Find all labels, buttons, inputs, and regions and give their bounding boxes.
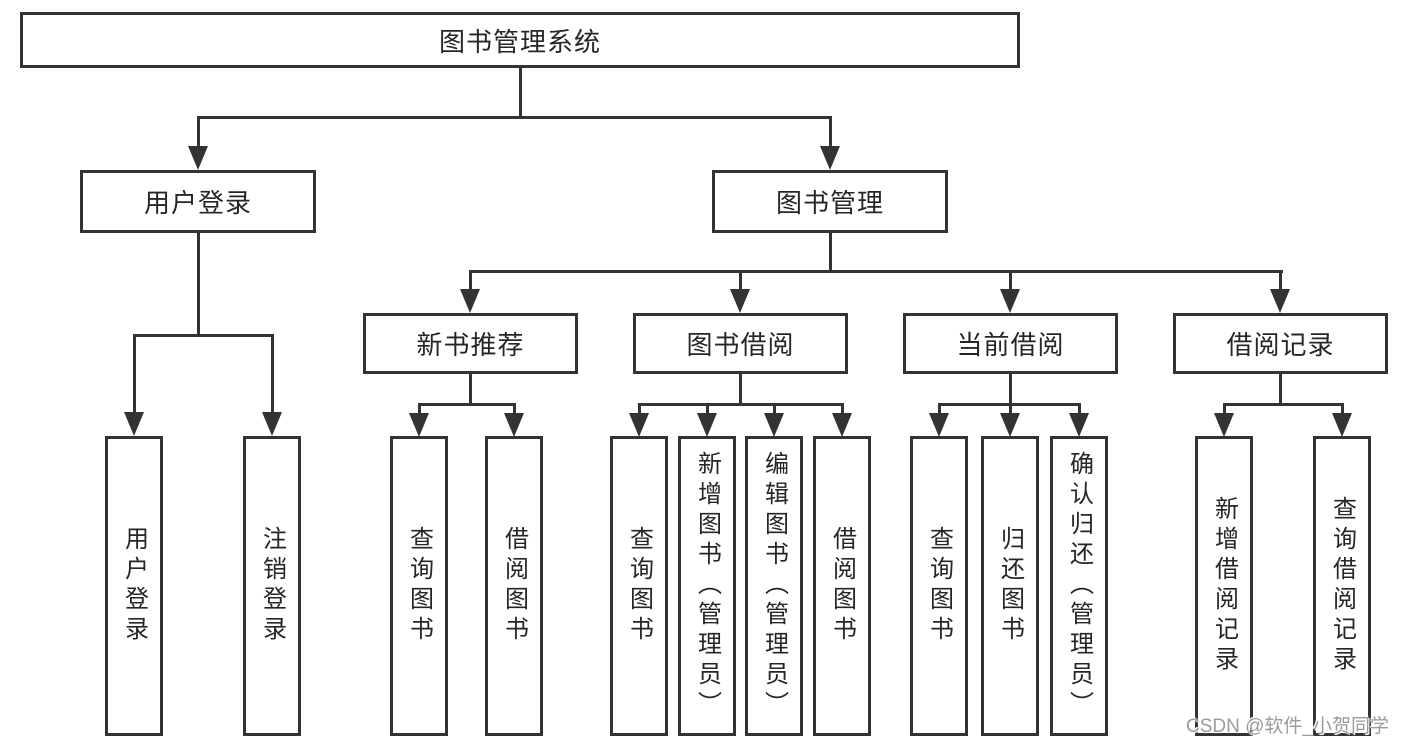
node-new-book-recommend-label: 新书推荐 — [416, 330, 525, 360]
connector-drop-query-books-recommend — [417, 403, 421, 415]
leaf-add-books-admin-label: 新增图书（管理员） — [693, 451, 721, 721]
connector-level1-bar — [196, 116, 832, 119]
connector-drop-add-books-admin — [705, 403, 709, 415]
arrow-down-current-borrowing — [1000, 289, 1020, 313]
arrow-down-query-books-recommend — [409, 413, 429, 437]
arrow-down-return-books — [1000, 413, 1020, 437]
arrow-down-book-borrowing — [730, 289, 750, 313]
leaf-user-login-label: 用户登录 — [120, 526, 148, 646]
connector-drop-query-borrow-record — [1340, 403, 1344, 415]
node-book-borrowing: 图书借阅 — [633, 313, 848, 374]
arrow-down-borrowing-records — [1270, 289, 1290, 313]
arrow-down-user-login — [188, 146, 208, 170]
arrow-down-leaf-logout — [262, 412, 282, 436]
connector-drop-leaf-logout — [270, 334, 274, 412]
leaf-borrow-books-borrowing-label: 借阅图书 — [828, 526, 856, 646]
arrow-down-leaf-user-login — [124, 412, 144, 436]
arrow-down-query-books-borrowing — [629, 413, 649, 437]
connector-root-stub — [518, 68, 522, 119]
leaf-user-login: 用户登录 — [105, 436, 163, 736]
arrow-down-borrow-books-recommend — [504, 413, 524, 437]
node-new-book-recommend: 新书推荐 — [363, 313, 578, 374]
csdn-watermark: CSDN @软件_小贺同学 — [1186, 716, 1389, 737]
leaf-confirm-return-admin-label: 确认归还（管理员） — [1065, 451, 1093, 721]
leaf-query-borrow-record-label: 查询借阅记录 — [1328, 496, 1356, 676]
arrow-down-edit-books-admin — [764, 413, 784, 437]
leaf-query-books-borrowing: 查询图书 — [610, 436, 668, 736]
node-book-management-label: 图书管理 — [775, 188, 884, 218]
connector-borrowing-stub — [738, 374, 742, 406]
leaf-query-books-recommend-label: 查询图书 — [405, 526, 433, 646]
connector-records-bar — [1222, 403, 1344, 406]
node-user-login-label: 用户登录 — [143, 188, 252, 218]
arrow-down-confirm-return-admin — [1069, 413, 1089, 437]
arrow-down-new-book-recommend — [460, 289, 480, 313]
connector-drop-book-borrowing — [738, 270, 742, 290]
leaf-query-books-current-label: 查询图书 — [925, 526, 953, 646]
leaf-query-books-current: 查询图书 — [910, 436, 968, 736]
connector-recommend-bar — [417, 403, 516, 406]
connector-drop-query-books-current — [937, 403, 941, 415]
connector-drop-book-management — [828, 116, 832, 148]
connector-drop-borrow-books-recommend — [512, 403, 516, 415]
leaf-query-books-borrowing-label: 查询图书 — [625, 526, 653, 646]
node-book-management: 图书管理 — [712, 170, 948, 233]
connector-drop-leaf-user-login — [132, 334, 136, 412]
leaf-add-books-admin: 新增图书（管理员） — [678, 436, 736, 736]
connector-drop-query-books-borrowing — [637, 403, 641, 415]
arrow-down-add-books-admin — [697, 413, 717, 437]
connector-drop-add-borrow-record — [1222, 403, 1226, 415]
connector-drop-user-login — [196, 116, 200, 148]
leaf-borrow-books-borrowing: 借阅图书 — [813, 436, 871, 736]
connector-book-management-stub — [828, 233, 832, 271]
connector-level2-bar — [468, 270, 1283, 273]
leaf-logout: 注销登录 — [243, 436, 301, 736]
connector-drop-new-book-recommend — [468, 270, 472, 290]
connector-borrowing-bar — [637, 403, 844, 406]
leaf-add-borrow-record-label: 新增借阅记录 — [1210, 496, 1238, 676]
node-root-label: 图书管理系统 — [438, 26, 601, 57]
node-borrowing-records: 借阅记录 — [1173, 313, 1388, 374]
leaf-query-books-recommend: 查询图书 — [390, 436, 448, 736]
node-borrowing-records-label: 借阅记录 — [1226, 330, 1335, 360]
node-root: 图书管理系统 — [20, 12, 1020, 68]
node-book-borrowing-label: 图书借阅 — [686, 330, 795, 360]
arrow-down-query-books-current — [929, 413, 949, 437]
connector-user-login-bar — [132, 334, 274, 337]
connector-user-login-stub — [196, 233, 200, 336]
connector-drop-return-books — [1008, 403, 1012, 415]
node-current-borrowing-label: 当前借阅 — [956, 330, 1065, 360]
connector-drop-edit-books-admin — [772, 403, 776, 415]
leaf-confirm-return-admin: 确认归还（管理员） — [1050, 436, 1108, 736]
node-current-borrowing: 当前借阅 — [903, 313, 1118, 374]
arrow-down-borrow-books-borrowing — [832, 413, 852, 437]
connector-current-stub — [1008, 374, 1012, 406]
connector-recommend-stub — [468, 374, 472, 406]
leaf-return-books: 归还图书 — [981, 436, 1039, 736]
arrow-down-book-management — [820, 146, 840, 170]
connector-drop-current-borrowing — [1008, 270, 1012, 290]
connector-drop-borrowing-records — [1278, 270, 1282, 290]
leaf-add-borrow-record: 新增借阅记录 — [1195, 436, 1253, 736]
node-user-login: 用户登录 — [80, 170, 316, 233]
leaf-edit-books-admin: 编辑图书（管理员） — [745, 436, 803, 736]
leaf-query-borrow-record: 查询借阅记录 — [1313, 436, 1371, 736]
arrow-down-add-borrow-record — [1214, 413, 1234, 437]
leaf-borrow-books-recommend-label: 借阅图书 — [500, 526, 528, 646]
leaf-borrow-books-recommend: 借阅图书 — [485, 436, 543, 736]
leaf-return-books-label: 归还图书 — [996, 526, 1024, 646]
leaf-edit-books-admin-label: 编辑图书（管理员） — [760, 451, 788, 721]
connector-drop-borrow-books-borrowing — [840, 403, 844, 415]
connector-records-stub — [1278, 374, 1282, 406]
arrow-down-query-borrow-record — [1332, 413, 1352, 437]
connector-drop-confirm-return-admin — [1077, 403, 1081, 415]
leaf-logout-label: 注销登录 — [258, 526, 286, 646]
